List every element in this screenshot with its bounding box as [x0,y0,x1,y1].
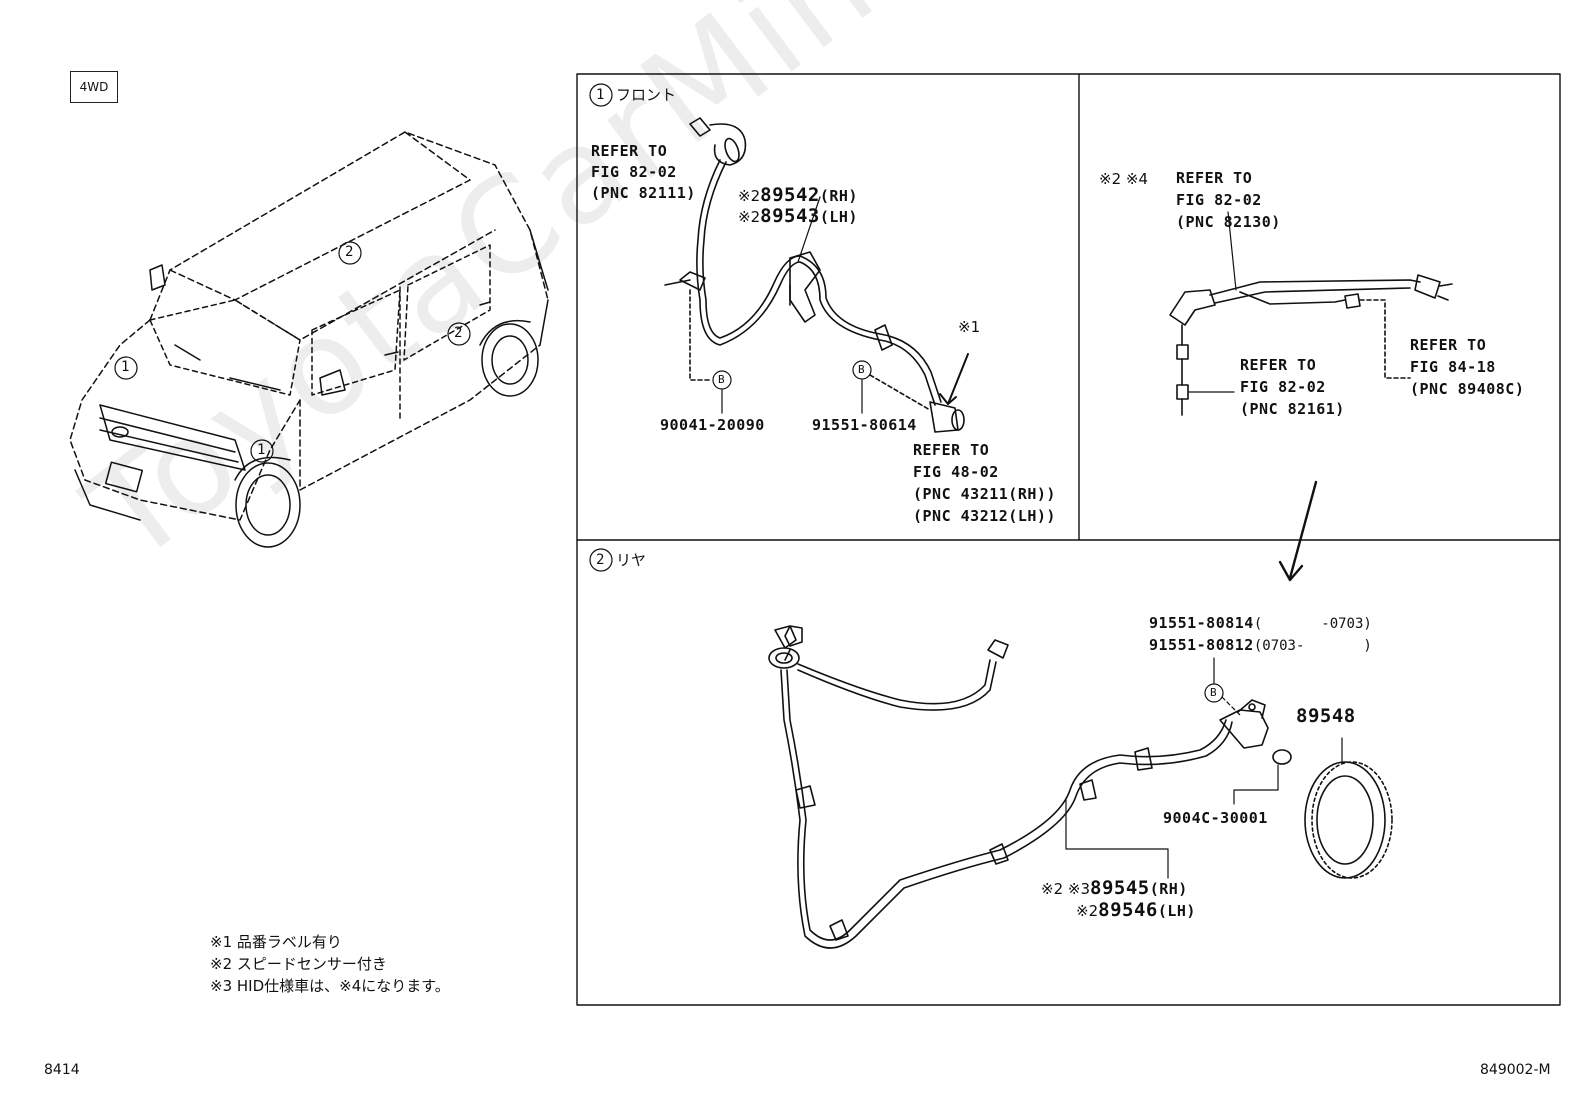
front-part-lh-side: (LH) [819,208,858,226]
front-refer-line3: (PNC 82111) [591,184,696,202]
front-speed-sensor [664,117,969,433]
front-part-rh-number: 89542 [760,184,820,206]
front-refer-b-line4: (PNC 43212(LH)) [913,507,1056,525]
harness-refer-c-line3: (PNC 89408C) [1410,380,1525,398]
rear-part-lh-side: (LH) [1157,902,1196,920]
rear-part-lh-mark: ※2 [1076,902,1099,920]
front-bolt2-number: 91551-80614 [812,416,917,434]
harness-refer-c-line2: FIG 84-18 [1410,358,1496,376]
rear-part-rh-mark: ※2 ※3 [1041,880,1090,898]
rear-bolt-b-range: (0703- ) [1253,638,1372,654]
panel-frames [576,73,1561,1006]
harness-marks: ※2 ※4 [1099,170,1148,188]
car-callout-1-wheel: 1 [257,442,266,458]
harness-refer-b-line3: (PNC 82161) [1240,400,1345,418]
rear-part-rh-number: 89545 [1090,877,1150,899]
front-part-rh-side: (RH) [819,187,858,205]
note-1: ※1 品番ラベル有り [210,933,342,951]
rear-part-lh-number: 89546 [1098,899,1158,921]
front-part-rh: ※289542(RH) [738,184,858,206]
harness-refer-a-line2: FIG 82-02 [1176,191,1262,209]
car-callout-1-hood: 1 [121,359,130,375]
harness-refer-b-line2: FIG 82-02 [1240,378,1326,396]
front-section-title: フロント [616,86,677,104]
front-refer-b-line3: (PNC 43211(RH)) [913,485,1056,503]
vehicle-illustration [69,131,549,548]
front-title-number: 1 [596,87,605,103]
front-refer-line1: REFER TO [591,142,668,160]
harness-refer-b-line1: REFER TO [1240,356,1317,374]
note-3: ※3 HID仕様車は、※4になります。 [210,977,450,995]
front-refer-b-line2: FIG 48-02 [913,463,999,481]
note-2: ※2 スピードセンサー付き [210,955,387,973]
front-part-lh-number: 89543 [760,205,820,227]
front-mark-note1: ※1 [958,318,981,336]
rear-part-rh-side: (RH) [1149,880,1188,898]
rear-title-circle [589,548,613,572]
front-part-rh-mark: ※2 [738,187,761,205]
harness-detail [1169,211,1453,582]
rear-bolt-key: B [1210,686,1217,699]
rear-part-lh: ※289546(LH) [1076,899,1196,921]
harness-refer-a-line3: (PNC 82130) [1176,213,1281,231]
sheet-number-right: 849002-M [1480,1062,1551,1078]
front-refer-b-line1: REFER TO [913,441,990,459]
front-refer-line2: FIG 82-02 [591,163,677,181]
rear-title-number: 2 [596,552,605,568]
car-callout-2-side: 2 [454,325,463,341]
rear-bolt-a: 91551-80814( -0703) [1149,613,1372,633]
harness-refer-a-line1: REFER TO [1176,169,1253,187]
rear-bolt-b: 91551-80812(0703- ) [1149,635,1372,655]
rear-bolt-b-number: 91551-80812 [1149,636,1254,654]
drive-type-badge: 4WD [70,71,118,103]
rear-bolt-a-number: 91551-80814 [1149,614,1254,632]
harness-refer-c-line1: REFER TO [1410,336,1487,354]
rear-sensor-rotor [1304,761,1393,879]
front-part-lh-mark: ※2 [738,208,761,226]
sheet-number-left: 8414 [44,1062,80,1078]
rear-part-rh: ※2 ※389545(RH) [1041,877,1188,899]
front-title-circle [589,83,613,107]
rear-bolt-a-range: ( -0703) [1253,616,1372,632]
front-bolt1-number: 90041-20090 [660,416,765,434]
rear-rotor-number: 89548 [1296,705,1356,727]
front-bolt1-key: B [718,373,725,386]
front-bolt2-key: B [858,363,865,376]
rear-section-title: リヤ [616,551,647,569]
car-callout-2-roof: 2 [345,244,354,260]
rear-clip-number: 9004C-30001 [1163,809,1268,827]
front-part-lh: ※289543(LH) [738,205,858,227]
rear-speed-sensor [768,625,1393,949]
